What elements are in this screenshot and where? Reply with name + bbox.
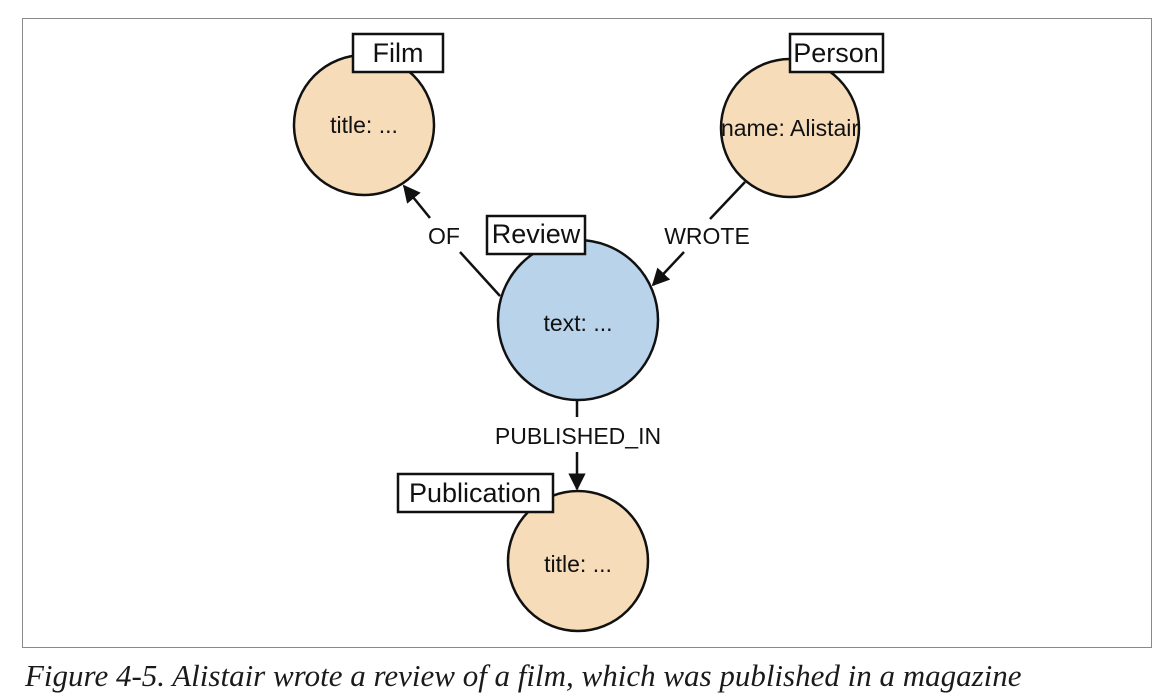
node-publication-label: Publication xyxy=(409,478,541,508)
node-film-label-box xyxy=(351,32,445,74)
edge-of-line-lower xyxy=(459,251,501,297)
graph-diagram: OF WROTE PUBLISHED_IN title: ... Film na… xyxy=(292,32,885,633)
edge-wrote-line-lower xyxy=(651,251,685,287)
edge-wrote-label: WROTE xyxy=(664,223,750,249)
node-review: text: ... Review xyxy=(485,214,660,402)
edge-wrote: WROTE xyxy=(651,181,750,287)
node-film-property: title: ... xyxy=(330,112,398,138)
node-person-property: name: Alistair xyxy=(721,115,859,141)
node-person-label-box xyxy=(788,32,885,74)
node-person-label: Person xyxy=(793,38,879,68)
node-review-label: Review xyxy=(492,219,581,249)
node-review-property: text: ... xyxy=(543,310,612,336)
edge-of: OF xyxy=(402,184,501,297)
edge-wrote-line-upper xyxy=(709,181,746,220)
edge-of-line-upper xyxy=(402,184,431,219)
edge-published-in-label: PUBLISHED_IN xyxy=(495,423,661,449)
edge-of-label: OF xyxy=(428,223,460,249)
node-publication-label-box xyxy=(396,472,555,514)
figure-caption: Figure 4-5. Alistair wrote a review of a… xyxy=(25,658,1022,693)
node-publication-property: title: ... xyxy=(544,551,612,577)
node-publication: title: ... Publication xyxy=(396,472,650,633)
node-publication-circle xyxy=(506,489,650,633)
edge-published-in: PUBLISHED_IN xyxy=(495,400,661,491)
node-review-label-box xyxy=(485,214,587,256)
node-film-label: Film xyxy=(373,38,424,68)
node-person: name: Alistair Person xyxy=(719,32,885,199)
node-film: title: ... Film xyxy=(292,32,445,197)
